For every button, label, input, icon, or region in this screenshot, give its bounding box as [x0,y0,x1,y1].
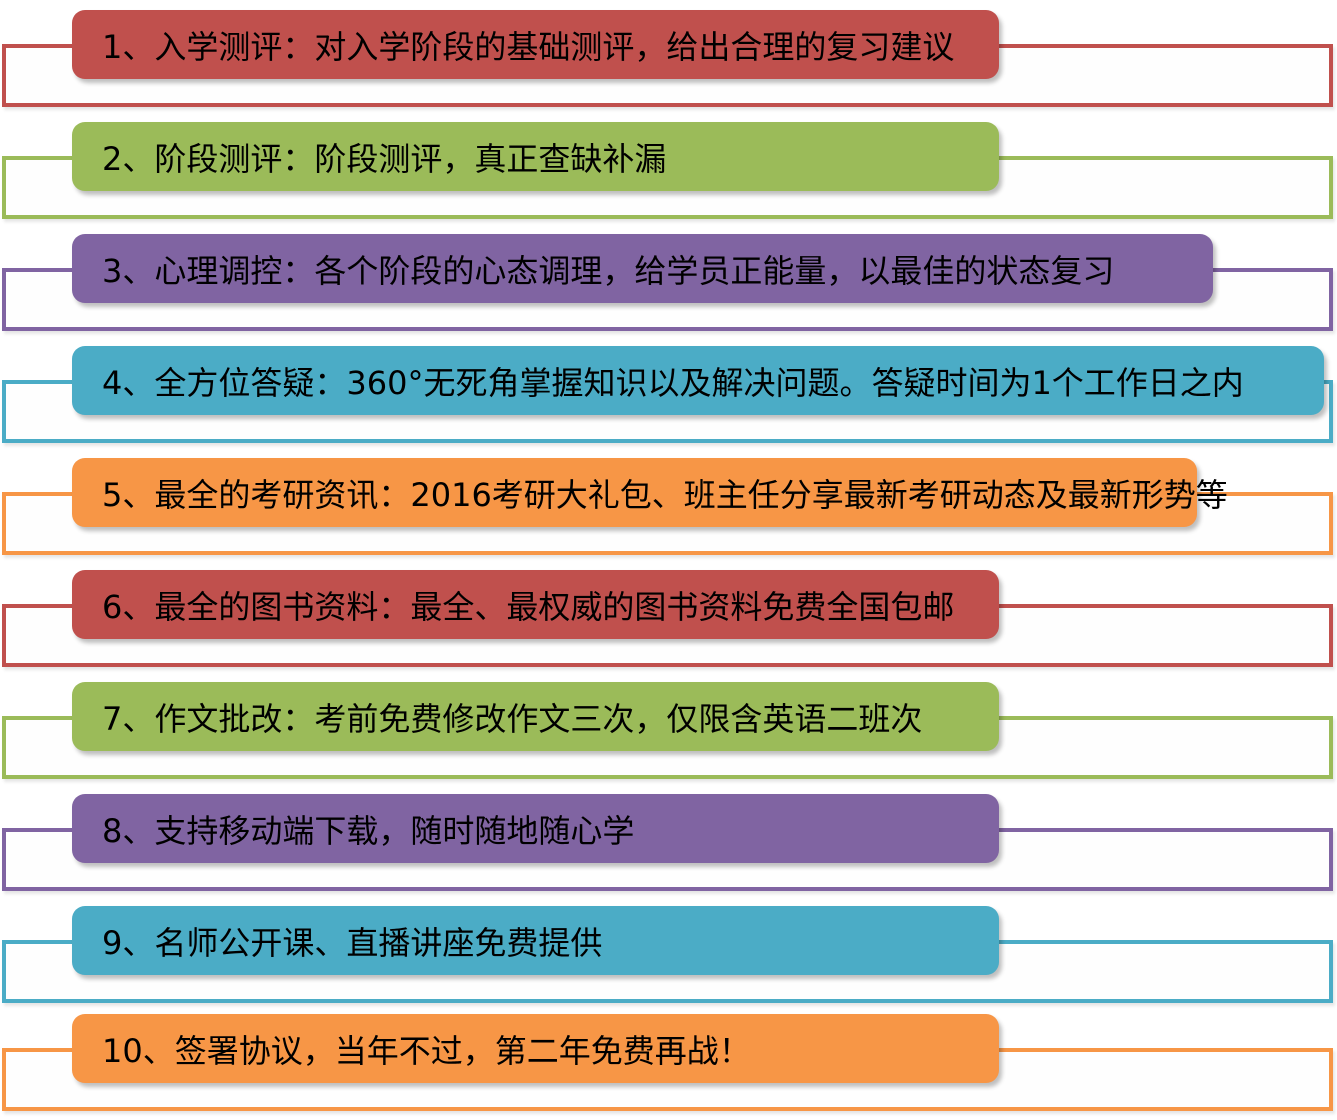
feature-label: 6、最全的图书资料：最全、最权威的图书资料免费全国包邮 [102,587,955,626]
feature-banner: 9、名师公开课、直播讲座免费提供 [72,906,999,975]
feature-banner: 4、全方位答疑：360°无死角掌握知识以及解决问题。答疑时间为1个工作日之内 [72,346,1324,415]
feature-label: 4、全方位答疑：360°无死角掌握知识以及解决问题。答疑时间为1个工作日之内 [102,363,1244,402]
feature-row-6: 6、最全的图书资料：最全、最权威的图书资料免费全国包邮 [0,570,1337,682]
feature-banner: 3、心理调控：各个阶段的心态调理，给学员正能量，以最佳的状态复习 [72,234,1213,303]
feature-row-5: 5、最全的考研资讯：2016考研大礼包、班主任分享最新考研动态及最新形势等 [0,458,1337,570]
feature-row-3: 3、心理调控：各个阶段的心态调理，给学员正能量，以最佳的状态复习 [0,234,1337,346]
feature-label: 7、作文批改：考前免费修改作文三次，仅限含英语二班次 [102,699,923,738]
feature-row-1: 1、入学测评：对入学阶段的基础测评，给出合理的复习建议 [0,10,1337,122]
feature-banner: 10、签署协议，当年不过，第二年免费再战！ [72,1014,999,1083]
feature-row-2: 2、阶段测评：阶段测评，真正查缺补漏 [0,122,1337,234]
feature-label: 10、签署协议，当年不过，第二年免费再战！ [102,1031,751,1070]
feature-label: 9、名师公开课、直播讲座免费提供 [102,923,603,962]
feature-banner: 5、最全的考研资讯：2016考研大礼包、班主任分享最新考研动态及最新形势等 [72,458,1228,527]
feature-banner: 8、支持移动端下载，随时随地随心学 [72,794,999,863]
feature-label: 3、心理调控：各个阶段的心态调理，给学员正能量，以最佳的状态复习 [102,251,1115,290]
feature-label: 8、支持移动端下载，随时随地随心学 [102,811,635,850]
feature-label: 1、入学测评：对入学阶段的基础测评，给出合理的复习建议 [102,27,955,66]
feature-row-10: 10、签署协议，当年不过，第二年免费再战！ [0,1014,1337,1120]
feature-row-7: 7、作文批改：考前免费修改作文三次，仅限含英语二班次 [0,682,1337,794]
feature-banner: 6、最全的图书资料：最全、最权威的图书资料免费全国包邮 [72,570,999,639]
feature-banner: 1、入学测评：对入学阶段的基础测评，给出合理的复习建议 [72,10,999,79]
feature-label: 2、阶段测评：阶段测评，真正查缺补漏 [102,139,667,178]
feature-row-4: 4、全方位答疑：360°无死角掌握知识以及解决问题。答疑时间为1个工作日之内 [0,346,1337,458]
feature-row-8: 8、支持移动端下载，随时随地随心学 [0,794,1337,906]
feature-banner: 2、阶段测评：阶段测评，真正查缺补漏 [72,122,999,191]
feature-label: 5、最全的考研资讯：2016考研大礼包、班主任分享最新考研动态及最新形势等 [102,475,1228,514]
feature-banner: 7、作文批改：考前免费修改作文三次，仅限含英语二班次 [72,682,999,751]
feature-row-9: 9、名师公开课、直播讲座免费提供 [0,906,1337,1018]
